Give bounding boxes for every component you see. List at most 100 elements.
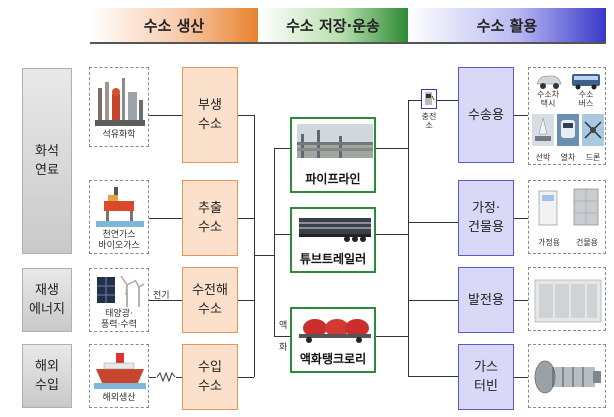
prod-byproduct: 부생 수소 [182,67,238,163]
storage-liquid-tank: 액화탱크로리 [290,307,376,373]
use-transport-label: 수송용 [468,107,504,123]
refinery-icon [95,78,145,126]
line-extraction-out [238,218,254,219]
line-tank-out [376,336,408,337]
tube-trailer-label: 튜브트레일러 [299,252,367,266]
overseas-caption: 해외생산 [102,393,136,403]
bus-production [254,115,255,377]
pipeline-label: 파이프라인 [305,172,361,186]
natgas-caption-1: 천연가스 [102,230,136,240]
natgas-caption-2: 바이오가스 [98,241,140,251]
fcev-caption: 수소차 택시 [536,90,560,108]
line-tube-out [376,234,408,235]
line-transport-img [514,115,528,116]
source-renewable: 재생 에너지 [22,268,72,332]
panel-gas-turbine [528,344,606,408]
solar-wind-icon [97,275,145,307]
fuel-cell-car-icon [536,75,562,89]
source-overseas-label: 해외 수입 [35,359,59,393]
line-home-img [514,218,528,219]
line-solar-electrolysis [149,300,182,301]
line-power-img [514,300,528,301]
line-to-power [408,300,458,301]
tube-trailer-icon [299,218,371,242]
panel-solar-wind: 태양광· 풍력·수력 [89,268,149,332]
header-storage: 수소 저장·운송 [258,8,408,44]
liquefaction-label-1: 액 [279,321,288,331]
prod-electrolysis: 수전해 수소 [182,267,238,333]
charging-station-icon [425,92,435,105]
train-icon [557,114,579,146]
hydrogen-bus-icon [572,74,600,90]
line-to-pipeline [274,148,290,149]
line-to-liquid-tank [274,336,290,337]
building-caption: 건물용 [575,238,599,247]
panel-petrochem: 석유화학 [89,67,149,147]
ship-caption: 선박 [535,153,551,162]
storage-pipeline: 파이프라인 [290,117,376,193]
prod-import-label: 수입 수소 [198,360,222,394]
panel-overseas: 해외생산 [89,344,149,408]
drone-caption: 드론 [585,153,601,162]
lng-ship-icon [94,353,146,389]
line-to-home [408,222,458,223]
source-overseas: 해외 수입 [22,344,72,408]
pipeline-icon [297,124,373,158]
building-fuel-cell-icon [573,188,599,226]
panel-power [528,267,606,331]
bus-utilization [408,100,409,376]
use-transport: 수송용 [458,67,514,163]
power-plant-icon [534,279,602,323]
source-fossil-label: 화석 연료 [35,144,59,178]
drone-icon [582,114,604,146]
panel-home-building: 가정용 건물용 [528,180,606,254]
use-gas-turbine: 가스 터빈 [458,344,514,410]
panel-transport: 수소차 택시 수소 버스 선박 열차 드론 [528,67,606,165]
line-bus-station [408,100,422,101]
liquid-tank-icon [299,319,371,343]
header-production: 수소 생산 [90,8,258,44]
prod-electrolysis-label: 수전해 수소 [192,283,228,317]
use-power: 발전용 [458,267,514,333]
use-power-label: 발전용 [468,292,504,308]
line-station-transport [437,100,458,101]
line-import-out [238,377,254,378]
use-home-building: 가정· 건물용 [458,180,514,256]
ship-icon [532,114,554,146]
use-home-building-label: 가정· 건물용 [468,201,504,235]
line-electrolysis-out [238,300,254,301]
line-to-turbine [408,376,458,377]
gas-turbine-icon [534,360,601,394]
train-caption: 열차 [560,153,576,162]
prod-byproduct-label: 부생 수소 [198,98,222,132]
header-utilization: 수소 활용 [408,8,606,44]
electricity-label: 전기 [153,291,170,301]
petrochem-caption: 석유화학 [102,130,136,140]
offshore-platform-icon [96,187,144,227]
solar-wind-caption: 태양광· 풍력·수력 [101,309,137,330]
liquid-wave-icon [156,371,176,383]
use-gas-turbine-label: 가스 터빈 [474,360,498,394]
liquid-tank-label: 액화탱크로리 [299,352,367,366]
line-to-tube-trailer [274,234,290,235]
charging-station-box [421,89,437,109]
line-byproduct-out [238,115,254,116]
prod-extraction-label: 추출 수소 [198,201,222,235]
prod-import: 수입 수소 [182,344,238,410]
line-bus-storage [254,255,274,256]
liquefaction-label-2: 화 [279,343,288,353]
charging-station-label: 충전소 [421,112,437,130]
home-fuel-cell-icon [538,190,558,226]
source-renewable-label: 재생 에너지 [29,283,65,317]
home-caption: 가정용 [537,238,561,247]
line-turbine-img [514,377,528,378]
bus-storage-left [274,148,275,336]
storage-tube-trailer: 튜브트레일러 [290,207,376,273]
bus-caption: 수소 버스 [578,90,594,108]
line-pipeline-out [376,148,408,149]
line-natgas-extraction [149,218,182,219]
line-petrochem-byproduct [149,115,182,116]
source-fossil-fuel: 화석 연료 [22,68,72,254]
prod-extraction: 추출 수소 [182,180,238,256]
panel-natgas: 천연가스 바이오가스 [89,180,149,254]
